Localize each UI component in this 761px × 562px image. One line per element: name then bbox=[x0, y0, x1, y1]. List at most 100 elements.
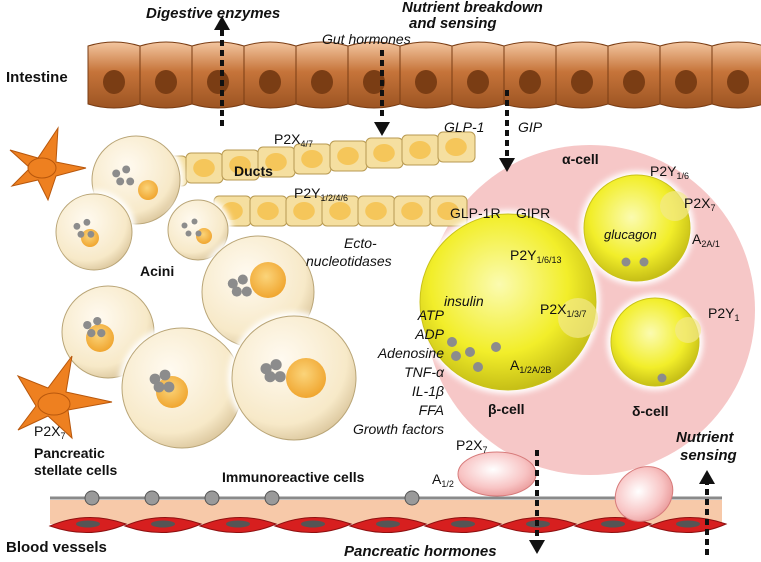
enterocyte bbox=[139, 41, 193, 109]
delta-cell-label: δ-cell bbox=[632, 403, 669, 419]
duct-lower-row bbox=[213, 195, 468, 227]
duct-cell bbox=[357, 195, 396, 227]
p2y16-label: P2Y1/6 bbox=[650, 163, 689, 181]
endothelial-cell bbox=[423, 516, 503, 534]
gip-label: GIP bbox=[518, 119, 543, 135]
mediator-il-1beta: IL-1β bbox=[411, 383, 444, 399]
endothelial-cell bbox=[48, 516, 128, 534]
duct-cell bbox=[401, 134, 440, 166]
endothelial-cell bbox=[273, 516, 353, 534]
enterocyte bbox=[347, 41, 401, 109]
enterocyte bbox=[503, 41, 557, 109]
p2x7-stellate-label: P2X7 bbox=[34, 423, 66, 441]
p2x47-label: P2X4/7 bbox=[274, 131, 313, 149]
ecto-label-1: Ecto- bbox=[344, 235, 377, 251]
p2x7-immune-label: P2X7 bbox=[456, 437, 488, 455]
nutrient-breakdown-label: Nutrient breakdown bbox=[402, 0, 543, 16]
stellate-cell-bottom bbox=[16, 355, 113, 440]
beta-cell-receptor-patch bbox=[558, 298, 598, 338]
enterocyte bbox=[399, 41, 453, 109]
p2y1613-label: P2Y1/6/13 bbox=[510, 247, 562, 265]
intestine-epithelium bbox=[87, 41, 761, 109]
enterocyte bbox=[451, 41, 505, 109]
mediator-tnf-alpha: TNF-α bbox=[404, 364, 444, 380]
delta-cell bbox=[610, 297, 700, 387]
alpha-cell-receptor-patch bbox=[660, 191, 690, 221]
a12-label: A1/2 bbox=[432, 471, 454, 489]
mediator-ffa: FFA bbox=[418, 402, 444, 418]
enterocyte bbox=[243, 41, 297, 109]
duct-cell bbox=[249, 195, 288, 227]
duct-cell bbox=[437, 131, 476, 163]
glucagon-label: glucagon bbox=[604, 227, 657, 242]
nutrient-sensing-label-1: Nutrient bbox=[676, 429, 734, 446]
acinus-cell bbox=[118, 324, 246, 452]
ducts-label: Ducts bbox=[234, 163, 273, 179]
mediator-adp: ADP bbox=[415, 326, 444, 342]
beta-cell-label: β-cell bbox=[488, 401, 525, 417]
gipr-label: GIPR bbox=[516, 205, 551, 221]
a12a2b-label: A1/2A/2B bbox=[510, 357, 552, 375]
a2a1-label: A2A/1 bbox=[692, 231, 720, 249]
blood-vessels-label: Blood vessels bbox=[6, 539, 107, 556]
pancreatic-stellate-label-2: stellate cells bbox=[34, 462, 118, 478]
enterocyte bbox=[659, 41, 713, 109]
duct-cell bbox=[285, 195, 324, 227]
glp1-label: GLP-1 bbox=[444, 119, 485, 135]
endothelial-cell bbox=[348, 516, 428, 534]
acinus-cell bbox=[228, 312, 360, 444]
acinus-cell bbox=[164, 196, 232, 264]
and-sensing-label: and sensing bbox=[409, 15, 497, 32]
enterocyte bbox=[295, 41, 349, 109]
duct-cell bbox=[329, 140, 368, 172]
blood-vessel-cells bbox=[48, 516, 728, 534]
p2y1-delta-label: P2Y1 bbox=[708, 305, 740, 323]
pancreatic-hormones-label: Pancreatic hormones bbox=[344, 543, 497, 560]
delta-cell-receptor-patch bbox=[675, 317, 701, 343]
duct-cell bbox=[393, 195, 432, 227]
enterocyte bbox=[711, 41, 761, 109]
pancreatic-stellate-label-1: Pancreatic bbox=[34, 445, 105, 461]
p2y1246-label: P2Y1/2/4/6 bbox=[294, 185, 348, 203]
immunoreactive-cells bbox=[84, 490, 420, 506]
endothelial-cell bbox=[198, 516, 278, 534]
endothelial-cell bbox=[573, 516, 653, 534]
enterocyte bbox=[607, 41, 661, 109]
mediator-list: ATP ADP Adenosine TNF-α IL-1β FFA Growth… bbox=[324, 306, 444, 439]
duct-cell bbox=[257, 146, 296, 178]
enterocyte bbox=[191, 41, 245, 109]
glp1r-label: GLP-1R bbox=[450, 205, 501, 221]
insulin-label: insulin bbox=[444, 293, 484, 309]
duct-cell bbox=[185, 152, 224, 184]
acini-cluster bbox=[52, 132, 360, 452]
acinus-cell bbox=[52, 190, 136, 274]
mediator-adenosine: Adenosine bbox=[377, 345, 444, 361]
endocrine-granules bbox=[447, 257, 667, 383]
duct-cell bbox=[365, 137, 404, 169]
duct-upper-row bbox=[149, 131, 476, 187]
alpha-cell-label: α-cell bbox=[562, 151, 599, 167]
enterocyte bbox=[87, 41, 141, 109]
ecto-label-2: nucleotidases bbox=[306, 253, 392, 269]
duct-cell bbox=[429, 195, 468, 227]
gut-hormones-label: Gut hormones bbox=[322, 31, 411, 47]
arrow-heads bbox=[214, 16, 715, 554]
immune-cell-left bbox=[457, 451, 537, 497]
immune-cell-right bbox=[614, 466, 674, 522]
enterocyte bbox=[555, 41, 609, 109]
intestine-label: Intestine bbox=[6, 69, 68, 86]
duct-cell bbox=[293, 143, 332, 175]
acini-label: Acini bbox=[140, 263, 175, 279]
p2x7-alpha-label: P2X7 bbox=[684, 195, 716, 213]
p2x137-label: P2X1/3/7 bbox=[540, 301, 587, 319]
acinus-cell bbox=[88, 132, 184, 228]
arrows bbox=[220, 28, 709, 555]
endothelial-cell bbox=[123, 516, 203, 534]
nutrient-sensing-label-2: sensing bbox=[680, 447, 737, 464]
duct-cell bbox=[221, 149, 260, 181]
mediator-growth-factors: Growth factors bbox=[352, 421, 444, 437]
digestive-enzymes-label: Digestive enzymes bbox=[146, 5, 281, 22]
immunoreactive-cells-label: Immunoreactive cells bbox=[222, 469, 365, 485]
